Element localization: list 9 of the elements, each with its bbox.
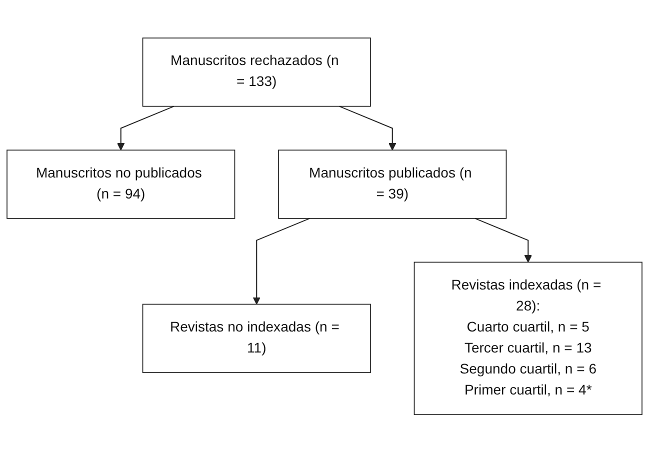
- node-box: Manuscritos no publicados (n = 94): [6, 149, 236, 219]
- arrow: [474, 218, 532, 262]
- node-box: Revistas no indexadas (n = 11): [142, 304, 371, 373]
- node-box: Manuscritos publicados (n = 39): [278, 149, 507, 219]
- node-box: Revistas indexadas (n = 28): Cuarto cuartil, n = 5 Tercer cuartil, n = 13 Segundo cuartil, n = 6 Primer cuartil, n = 4*: [414, 261, 642, 415]
- node-box: Manuscritos rechazados (n = 133): [142, 37, 371, 106]
- arrow: [339, 106, 396, 150]
- arrow: [252, 218, 310, 304]
- arrow: [117, 106, 174, 150]
